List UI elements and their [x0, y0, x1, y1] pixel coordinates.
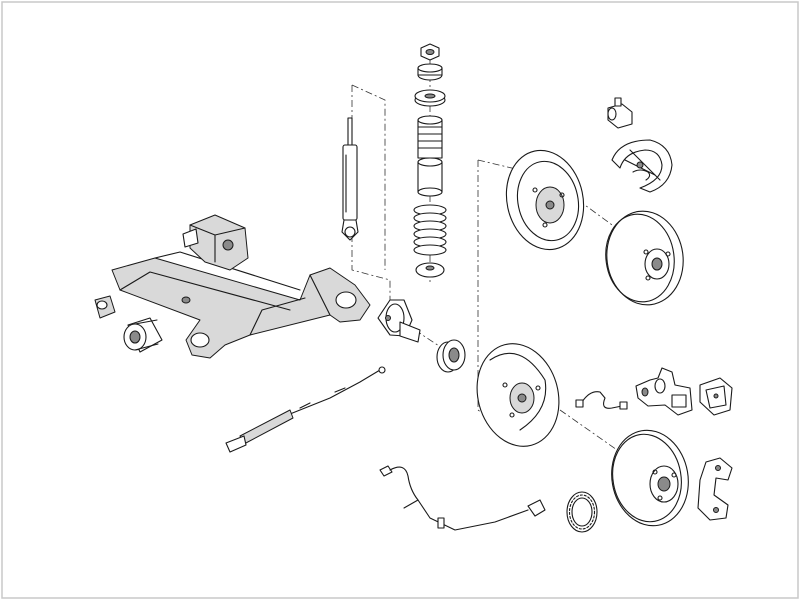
strut-mount-stack: [414, 43, 446, 197]
stub-axle: [377, 299, 421, 343]
rear-axle-beam: [111, 251, 371, 359]
disc-brake-dust-shield: [476, 343, 560, 447]
brake-caliper: [635, 367, 693, 416]
coil-spring: [413, 204, 447, 256]
brake-drum: [605, 210, 684, 306]
brake-shoe-set: [611, 139, 673, 193]
abs-reluctor-ring: [566, 491, 598, 533]
shock-absorber: [341, 117, 359, 241]
brake-disc: [611, 429, 689, 527]
axle-bushing-small: [94, 295, 116, 319]
brake-pad-set: [699, 377, 733, 416]
caliper-bracket: [697, 457, 733, 521]
wheel-cylinder: [607, 97, 633, 129]
spring-seat: [415, 262, 445, 278]
wheel-bearing: [436, 339, 466, 373]
handbrake-cable: [225, 366, 386, 453]
abs-sensor-cable: [379, 465, 546, 531]
brake-backing-plate-drum: [505, 149, 585, 251]
axle-mounting-bracket: [182, 214, 249, 271]
axle-bushing-large: [123, 317, 163, 353]
brake-hose: [575, 391, 628, 410]
